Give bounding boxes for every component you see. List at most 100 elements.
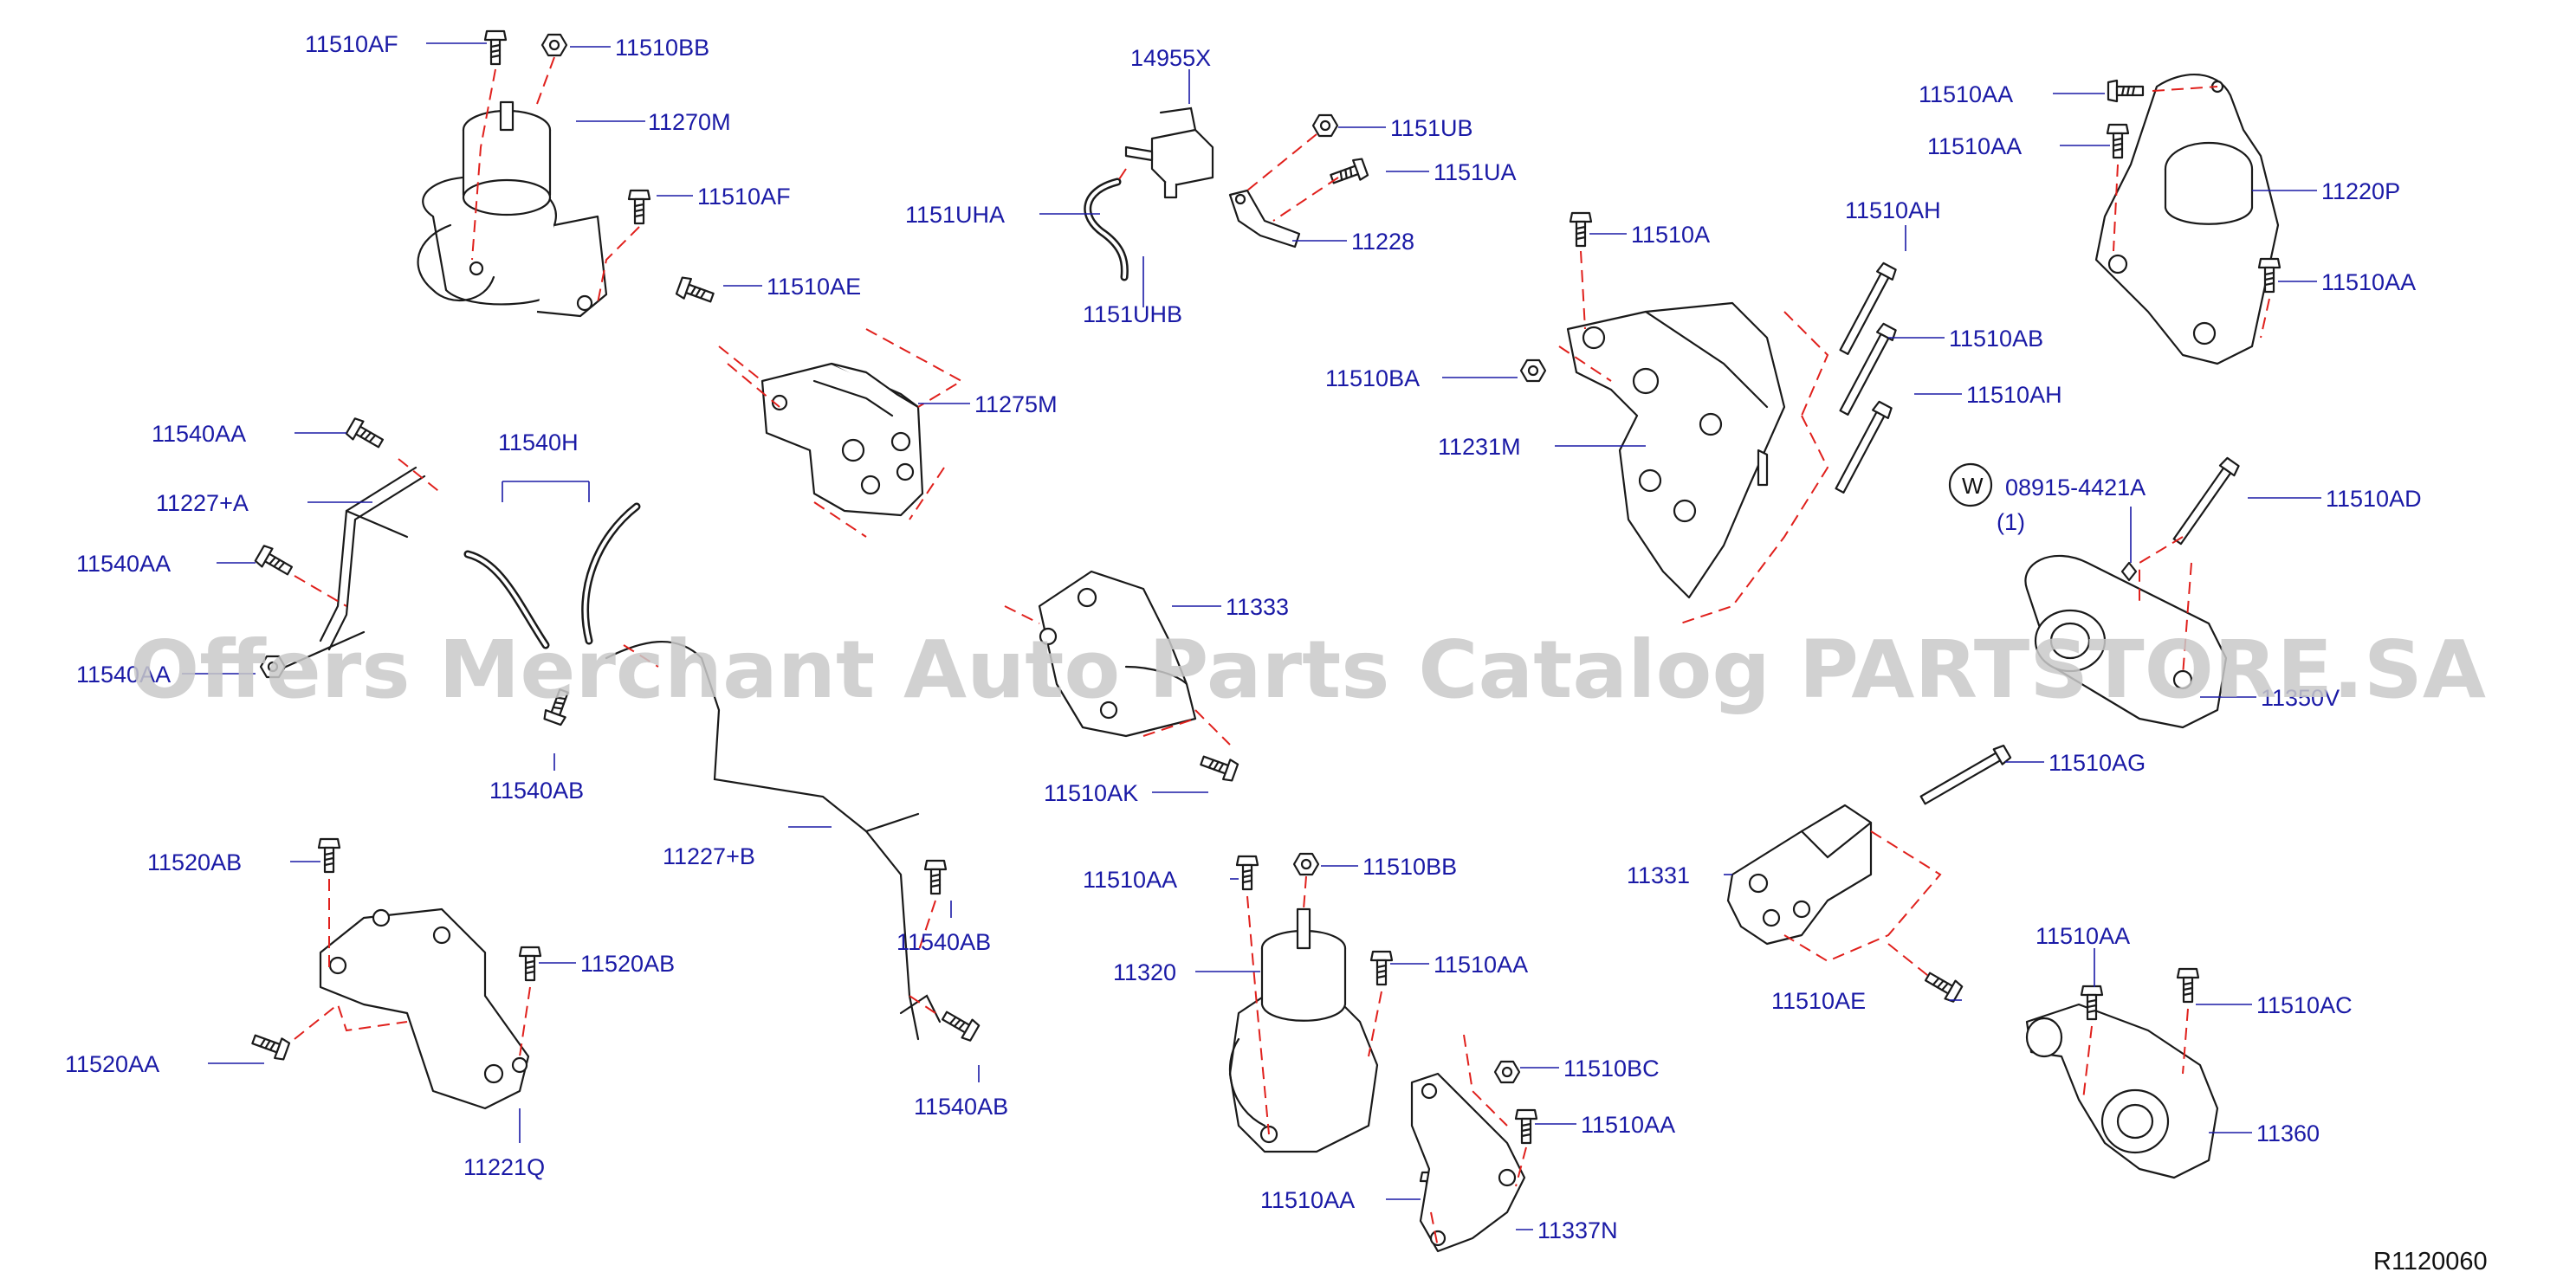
bracket-11221Q-drawing xyxy=(319,907,530,1110)
label-11320: 11320 xyxy=(1113,959,1176,985)
bracket-11275M-drawing xyxy=(761,362,924,517)
bolt-11520AA xyxy=(249,1028,291,1062)
bolt-11540AB-3 xyxy=(938,1005,981,1043)
bolt-11540AA-1 xyxy=(344,416,387,454)
label-11510AB: 11510AB xyxy=(1949,326,2043,352)
label-11520AA: 11520AA xyxy=(65,1051,159,1077)
label-11510AA-m2: 11510AA xyxy=(1434,952,1528,978)
valve-14955X-drawing xyxy=(1124,107,1214,199)
label-11510AA-tr1: 11510AA xyxy=(1919,81,2013,107)
clip-symbol-w: W xyxy=(1962,473,1984,499)
bolt-11510A xyxy=(1569,211,1593,248)
bolt-11540AB-2 xyxy=(923,859,948,895)
bracket-11337N-drawing xyxy=(1410,1072,1526,1253)
leader-lines xyxy=(182,42,2321,1230)
bolt-1151UA xyxy=(1327,156,1369,190)
bolt-11510AC xyxy=(2176,967,2200,1004)
label-11510AH-2: 11510AH xyxy=(1966,382,2062,408)
label-11221Q: 11221Q xyxy=(463,1154,545,1180)
label-11520AB-2: 11520AB xyxy=(580,951,675,977)
bolt-11510AG xyxy=(1918,743,2013,809)
label-11231M: 11231M xyxy=(1438,434,1521,460)
label-11540AB-2: 11540AB xyxy=(896,929,991,955)
nut-11510BA xyxy=(1519,358,1547,383)
clip-symbol-circle xyxy=(1948,462,1993,507)
label-11510AE-top: 11510AE xyxy=(767,274,861,300)
nut-11510BB-top xyxy=(540,33,568,57)
part-labels: 11510AF 11510BB 11270M 11510AF 11510AE 1… xyxy=(65,31,2422,1243)
label-1151UB: 1151UB xyxy=(1390,115,1473,141)
diagram-reference: R1120060 xyxy=(2373,1248,2488,1275)
label-1151UHA: 1151UHA xyxy=(905,202,1005,228)
label-11270M: 11270M xyxy=(648,109,731,135)
label-11510A: 11510A xyxy=(1631,222,1710,248)
label-11540AA-3: 11540AA xyxy=(76,662,171,688)
label-11227B: 11227+B xyxy=(663,843,755,869)
bolt-11510AE-top xyxy=(675,274,717,309)
label-11510AA-tr3: 11510AA xyxy=(2321,269,2416,295)
label-11220P: 11220P xyxy=(2321,178,2400,204)
label-11540AB-3: 11540AB xyxy=(914,1094,1008,1120)
label-11510AD: 11510AD xyxy=(2326,486,2422,512)
label-11360: 11360 xyxy=(2256,1120,2320,1146)
hose-11540H-b xyxy=(581,502,641,645)
mount-11360-drawing xyxy=(2025,1003,2219,1179)
label-11333: 11333 xyxy=(1226,594,1289,620)
bolt-11510AK xyxy=(1197,749,1239,784)
label-11510AF-right: 11510AF xyxy=(697,184,791,210)
rod-11227A-drawing xyxy=(284,466,426,668)
label-11540H: 11540H xyxy=(498,429,579,455)
bolt-11520AB-1 xyxy=(317,837,341,874)
label-11510AC: 11510AC xyxy=(2256,992,2353,1018)
bracket-11228-drawing xyxy=(1228,189,1301,249)
bracket-11331-drawing xyxy=(1726,804,1873,946)
label-11337N: 11337N xyxy=(1537,1217,1618,1243)
label-11228: 11228 xyxy=(1351,229,1414,255)
nut-11510BB-m xyxy=(1292,852,1320,876)
clip-08915-4421A xyxy=(2120,561,2138,582)
label-11331: 11331 xyxy=(1627,862,1690,888)
label-08915-qty: (1) xyxy=(1997,509,2025,535)
label-11520AB-1: 11520AB xyxy=(147,849,242,875)
label-11227A: 11227+A xyxy=(156,490,249,516)
bolt-11510AA-m3 xyxy=(1514,1108,1538,1145)
bracket-11231M-drawing xyxy=(1566,301,1786,599)
label-11510AA-m3: 11510AA xyxy=(1581,1112,1675,1138)
label-11540AA-1: 11540AA xyxy=(152,421,246,447)
bolt-11540AA-2 xyxy=(253,543,296,581)
bolt-11510AB xyxy=(1835,321,1899,418)
bolt-11510AF-top xyxy=(483,29,508,66)
label-1151UA: 1151UA xyxy=(1434,159,1517,185)
label-14955X: 14955X xyxy=(1130,45,1211,71)
mount-11270M-drawing xyxy=(417,100,608,318)
bolt-11510AA-m2 xyxy=(1369,950,1394,986)
label-11510AH-1: 11510AH xyxy=(1845,197,1941,223)
label-11510BA: 11510BA xyxy=(1325,365,1420,391)
label-11510AG: 11510AG xyxy=(2049,750,2146,776)
bolt-11510AD xyxy=(2169,455,2242,548)
mount-11350V-drawing xyxy=(2024,554,2228,729)
label-11510BC: 11510BC xyxy=(1563,1056,1660,1082)
label-11510AA-br: 11510AA xyxy=(2036,923,2130,949)
watermark-text: Offers Merchant Auto Parts Catalog PARTS… xyxy=(130,623,2486,716)
bolt-11510AA-tr2 xyxy=(2106,123,2130,159)
label-08915-4421A: 08915-4421A xyxy=(2005,475,2146,500)
bolt-11510AH-1 xyxy=(1835,261,1899,358)
mount-11220P-drawing xyxy=(2094,73,2280,365)
bolt-11510AH-2 xyxy=(1831,399,1894,496)
label-11510AA-m4: 11510AA xyxy=(1260,1187,1355,1213)
label-11510BB-m: 11510BB xyxy=(1362,854,1457,880)
bolt-11510AA-tr1 xyxy=(2107,79,2145,103)
bolt-11510AE-b xyxy=(1921,966,1964,1004)
label-11510AK: 11510AK xyxy=(1044,780,1138,806)
label-11510BB-top: 11510BB xyxy=(615,35,709,61)
bolt-11510AA-m1 xyxy=(1235,855,1259,891)
label-11510AE-b: 11510AE xyxy=(1771,988,1866,1014)
label-11510AA-m1: 11510AA xyxy=(1083,867,1177,893)
bolt-11510AF-right xyxy=(627,189,651,225)
nut-11510BC xyxy=(1493,1060,1521,1084)
label-11350V: 11350V xyxy=(2261,685,2340,711)
label-11275M: 11275M xyxy=(974,391,1058,417)
bracket-11333-drawing xyxy=(1038,570,1197,738)
